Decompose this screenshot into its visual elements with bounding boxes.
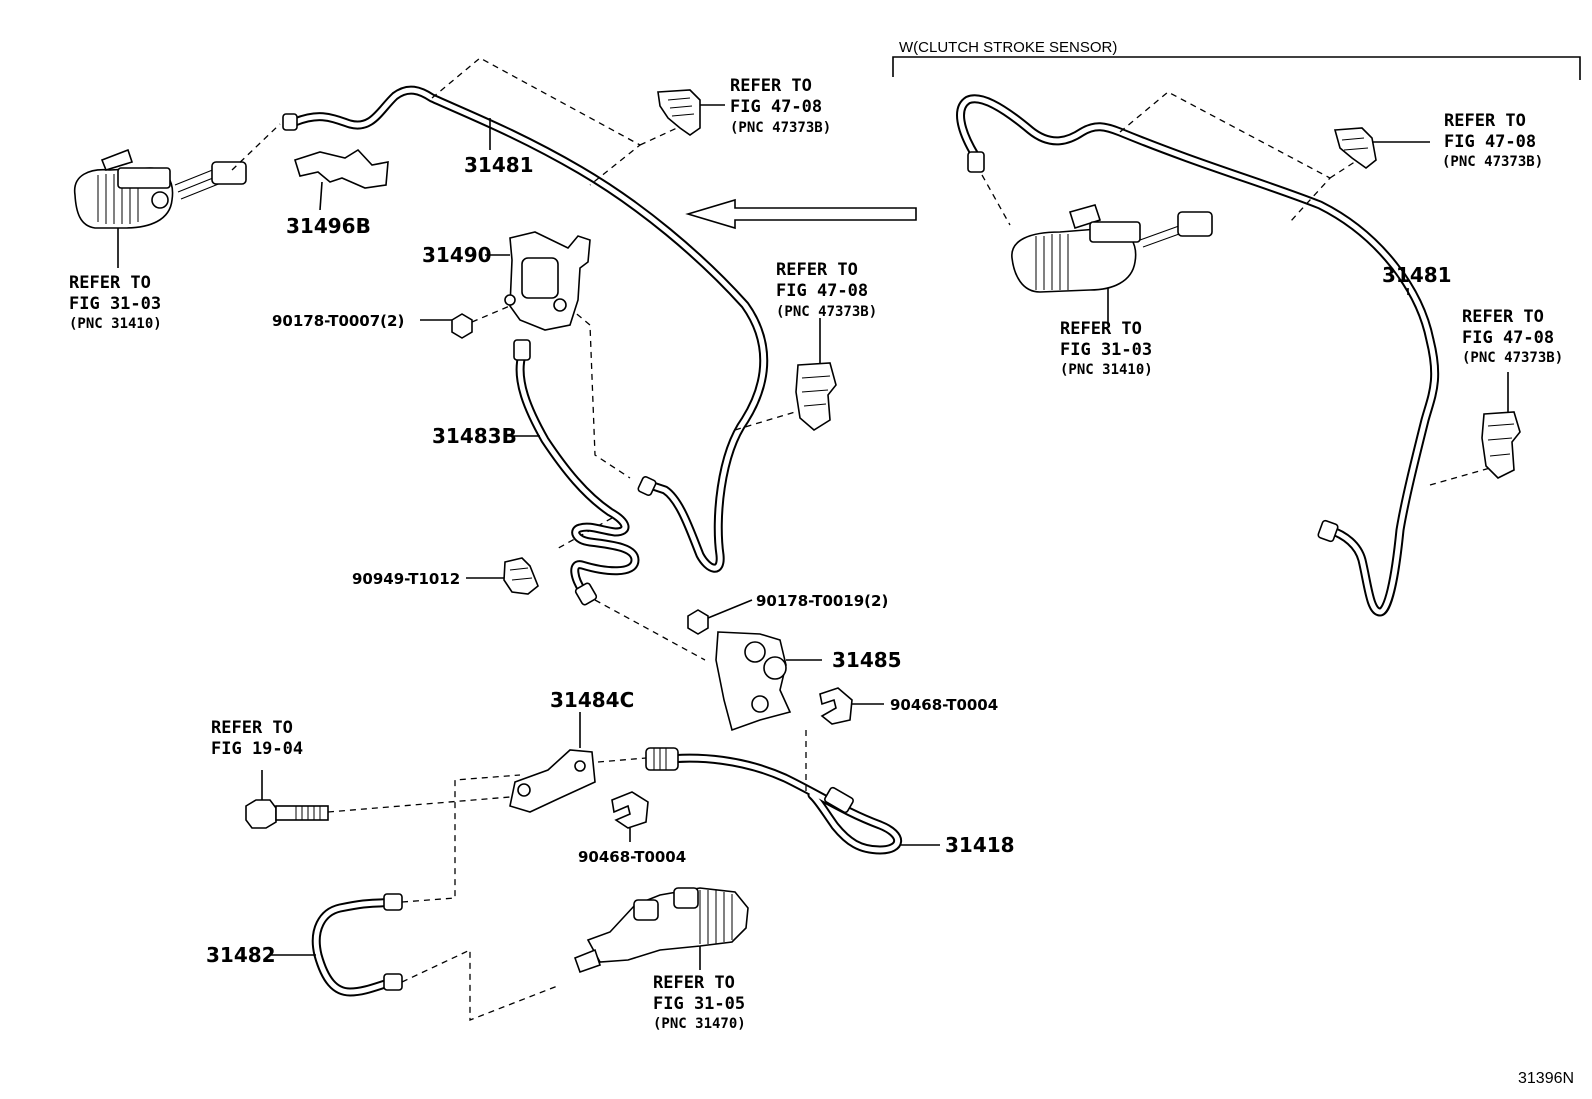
part-label-31483B: 31483B [432, 424, 517, 448]
nut-90178-T0019: 90178-T0019(2) [687, 592, 888, 635]
clutch-master-cylinder-right [1011, 204, 1213, 325]
ref-callout-fig-31-03-left: REFER TO FIG 31-03 (PNC 31410) [69, 228, 162, 332]
hose-31483B: 31483B [432, 339, 640, 606]
svg-text:(PNC 31470): (PNC 31470) [653, 1016, 746, 1032]
part-label-90949-T1012: 90949-T1012 [352, 570, 460, 588]
part-label-31481-right: 31481 [1382, 263, 1452, 287]
part-label-31418: 31418 [945, 833, 1015, 857]
svg-text:FIG 19-04: FIG 19-04 [211, 739, 303, 759]
part-label-31481: 31481 [464, 153, 534, 177]
ref-callout-fig-31-05: REFER TO FIG 31-05 (PNC 31470) [653, 973, 746, 1032]
part-label-90468-T0004-a: 90468-T0004 [890, 696, 998, 714]
part-label-90178-T0019: 90178-T0019(2) [756, 592, 888, 610]
bracket-31485: 31485 [715, 631, 902, 732]
ref-callout-fig-47-08-top: REFER TO FIG 47-08 (PNC 47373B) [730, 76, 831, 136]
svg-text:REFER TO: REFER TO [776, 260, 858, 280]
svg-text:REFER TO: REFER TO [1462, 307, 1544, 327]
svg-text:FIG 31-03: FIG 31-03 [1060, 340, 1152, 360]
svg-text:FIG 31-05: FIG 31-05 [653, 994, 745, 1014]
clip-90468-T0004-upper: 90468-T0004 [819, 687, 998, 725]
variant-header-label: W(CLUTCH STROKE SENSOR) [899, 39, 1117, 56]
nut-90178-T0007: 90178-T0007(2) [272, 304, 513, 339]
svg-text:REFER TO: REFER TO [1060, 319, 1142, 339]
part-callout-31481-left: 31481 [464, 118, 534, 177]
clip-90949-T1012: 90949-T1012 [352, 557, 539, 595]
clip-47373B-top [657, 89, 725, 136]
variant-header: W(CLUTCH STROKE SENSOR) [892, 39, 1581, 80]
ref-callout-fig-47-08-mid: REFER TO FIG 47-08 (PNC 47373B) [776, 260, 877, 320]
svg-text:FIG 47-08: FIG 47-08 [730, 97, 822, 117]
ref-callout-fig-47-08-right-top: REFER TO FIG 47-08 (PNC 47373B) [1442, 111, 1543, 170]
tube-flare-nut [637, 475, 657, 497]
svg-text:(PNC 31410): (PNC 31410) [69, 316, 162, 332]
guide-lines-right [981, 91, 1491, 486]
clip-47373B-right-top [1333, 127, 1430, 170]
part-label-31496B: 31496B [286, 214, 371, 238]
svg-text:REFER TO: REFER TO [211, 718, 293, 738]
svg-text:(PNC 31410): (PNC 31410) [1060, 362, 1153, 378]
clip-90468-T0004-lower: 90468-T0004 [578, 791, 686, 866]
figure-code: 31396N [1518, 1070, 1574, 1087]
ref-callout-fig-31-03-right: REFER TO FIG 31-03 (PNC 31410) [1060, 319, 1153, 378]
tube-flare-nut [282, 113, 298, 131]
svg-text:FIG 47-08: FIG 47-08 [776, 281, 868, 301]
part-label-31484C: 31484C [550, 688, 634, 712]
ref-callout-fig-19-04: REFER TO FIG 19-04 [211, 718, 303, 759]
svg-text:REFER TO: REFER TO [69, 273, 151, 293]
svg-text:(PNC 47373B): (PNC 47373B) [1442, 154, 1543, 170]
clutch-tube-31481-right: 31481 [956, 94, 1452, 617]
part-label-90468-T0004-b: 90468-T0004 [578, 848, 686, 866]
clip-47373B-mid [795, 318, 837, 431]
clip-47373B-right-mid [1481, 372, 1521, 479]
svg-text:(PNC 47373B): (PNC 47373B) [1462, 350, 1563, 366]
svg-text:(PNC 47373B): (PNC 47373B) [776, 304, 877, 320]
hose-31418: 31418 [645, 747, 1015, 857]
svg-text:FIG 31-03: FIG 31-03 [69, 294, 161, 314]
part-label-31482: 31482 [206, 943, 276, 967]
stroke-sensor-31490: 31490 [422, 231, 591, 331]
svg-text:REFER TO: REFER TO [653, 973, 735, 993]
ref-callout-fig-47-08-right-mid: REFER TO FIG 47-08 (PNC 47373B) [1462, 307, 1563, 366]
direction-arrow [685, 198, 917, 230]
bracket-31484C: 31484C [509, 688, 634, 813]
clutch-tube-31481-left [282, 85, 769, 573]
clutch-master-cylinder-left [74, 148, 247, 229]
svg-text:FIG 47-08: FIG 47-08 [1444, 132, 1536, 152]
svg-text:REFER TO: REFER TO [1444, 111, 1526, 131]
part-label-31490: 31490 [422, 243, 492, 267]
svg-text:REFER TO: REFER TO [730, 76, 812, 96]
part-label-31485: 31485 [832, 648, 902, 672]
tube-31482: 31482 [206, 730, 807, 1021]
svg-text:FIG 47-08: FIG 47-08 [1462, 328, 1554, 348]
part-label-90178-T0007: 90178-T0007(2) [272, 312, 404, 330]
bolt-fig-19-04 [245, 770, 511, 829]
clamp-31496B: 31496B [286, 148, 389, 238]
svg-text:(PNC 47373B): (PNC 47373B) [730, 120, 831, 136]
release-cylinder-fig-31-05 [573, 887, 749, 974]
